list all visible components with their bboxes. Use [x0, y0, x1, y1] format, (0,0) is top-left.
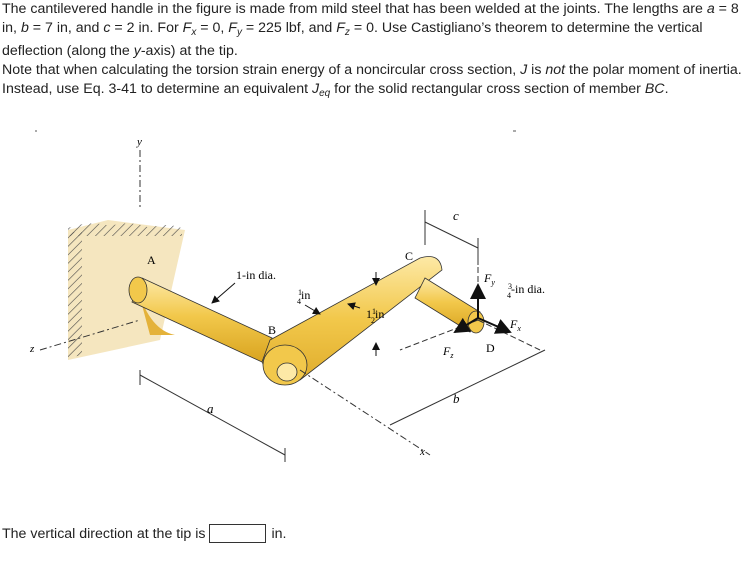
rod-shadow [138, 290, 175, 335]
label-b: b [453, 391, 460, 406]
answer-input[interactable] [209, 524, 267, 543]
force-fx-label: Fx [509, 317, 521, 333]
problem-statement: The cantilevered handle in the figure is… [2, 0, 744, 103]
var-fy: F [228, 20, 237, 36]
label-a: a [207, 401, 214, 416]
leader-1in-dia [211, 282, 236, 304]
label-B: B [268, 323, 276, 337]
force-fy-label: Fy [483, 271, 495, 287]
value-a: = 8 in, [2, 1, 739, 36]
wall-top-hatch [68, 223, 182, 236]
y-axis-text: -axis) at the tip. [140, 43, 238, 59]
leader-one-half-in [347, 302, 361, 311]
var-y-axis: y [133, 43, 141, 59]
dim-line-c [424, 221, 479, 249]
wall-hatch [68, 232, 82, 358]
not-emphasis: not [545, 62, 566, 78]
label-x: x [419, 446, 425, 458]
answer-label: The vertical direction at the tip is [2, 525, 206, 542]
var-j: J [520, 62, 528, 78]
answer-unit: in. [271, 525, 287, 542]
note-end-text: for the solid rectangular cross section … [330, 81, 641, 97]
tip-x-axis [477, 319, 541, 351]
label-1in-dia: 1-in dia. [236, 268, 276, 282]
var-fz: F [336, 20, 345, 36]
z-axis-line [39, 319, 141, 351]
value-fy: = 225 lbf, and [241, 20, 333, 36]
label-A: A [147, 253, 156, 267]
label-z: z [29, 343, 35, 355]
force-fz-label: Fz [442, 344, 454, 360]
note-mid-text: the polar moment of inertia. Instead, us… [2, 62, 742, 97]
value-fz: = 0. Use Castigliano’s theorem to determ… [2, 20, 703, 59]
problem-text: The cantilevered handle in the figure is… [2, 1, 703, 17]
label-c: c [453, 208, 459, 223]
is-text: is [527, 62, 546, 78]
value-c: = 2 in. For [110, 20, 179, 36]
var-a: a [706, 1, 715, 17]
problem-paragraph-2: Note that when calculating the torsion s… [2, 61, 744, 103]
dim-line-a [139, 374, 286, 456]
label-C: C [405, 249, 413, 263]
rod-end-a [128, 276, 148, 304]
dim-line-b [389, 349, 546, 426]
label-D: D [486, 341, 495, 355]
force-fx-arrow [477, 317, 512, 334]
sub-fx: x [191, 27, 197, 38]
force-fz-arrow [453, 317, 479, 334]
leader-quarter-in [304, 304, 321, 315]
period: . [664, 81, 669, 97]
value-fx: = 0, [196, 20, 225, 36]
var-b: b [20, 20, 29, 36]
var-bc: BC [644, 81, 665, 97]
sub-fz: z [344, 27, 350, 38]
note-text: Note that when calculating the torsion s… [2, 62, 517, 78]
x-axis-line [299, 369, 431, 456]
value-b: = 7 in, and [28, 20, 100, 36]
sub-jeq: eq [319, 88, 331, 99]
problem-paragraph-1: The cantilevered handle in the figure is… [2, 0, 744, 61]
bolt-b [276, 362, 298, 382]
label-y: y [136, 136, 142, 148]
answer-row: The vertical direction at the tip is in. [2, 524, 286, 543]
var-jeq: J [311, 81, 320, 97]
var-fx: F [182, 20, 192, 36]
var-c: c [103, 20, 111, 36]
sub-fy: y [236, 27, 242, 38]
